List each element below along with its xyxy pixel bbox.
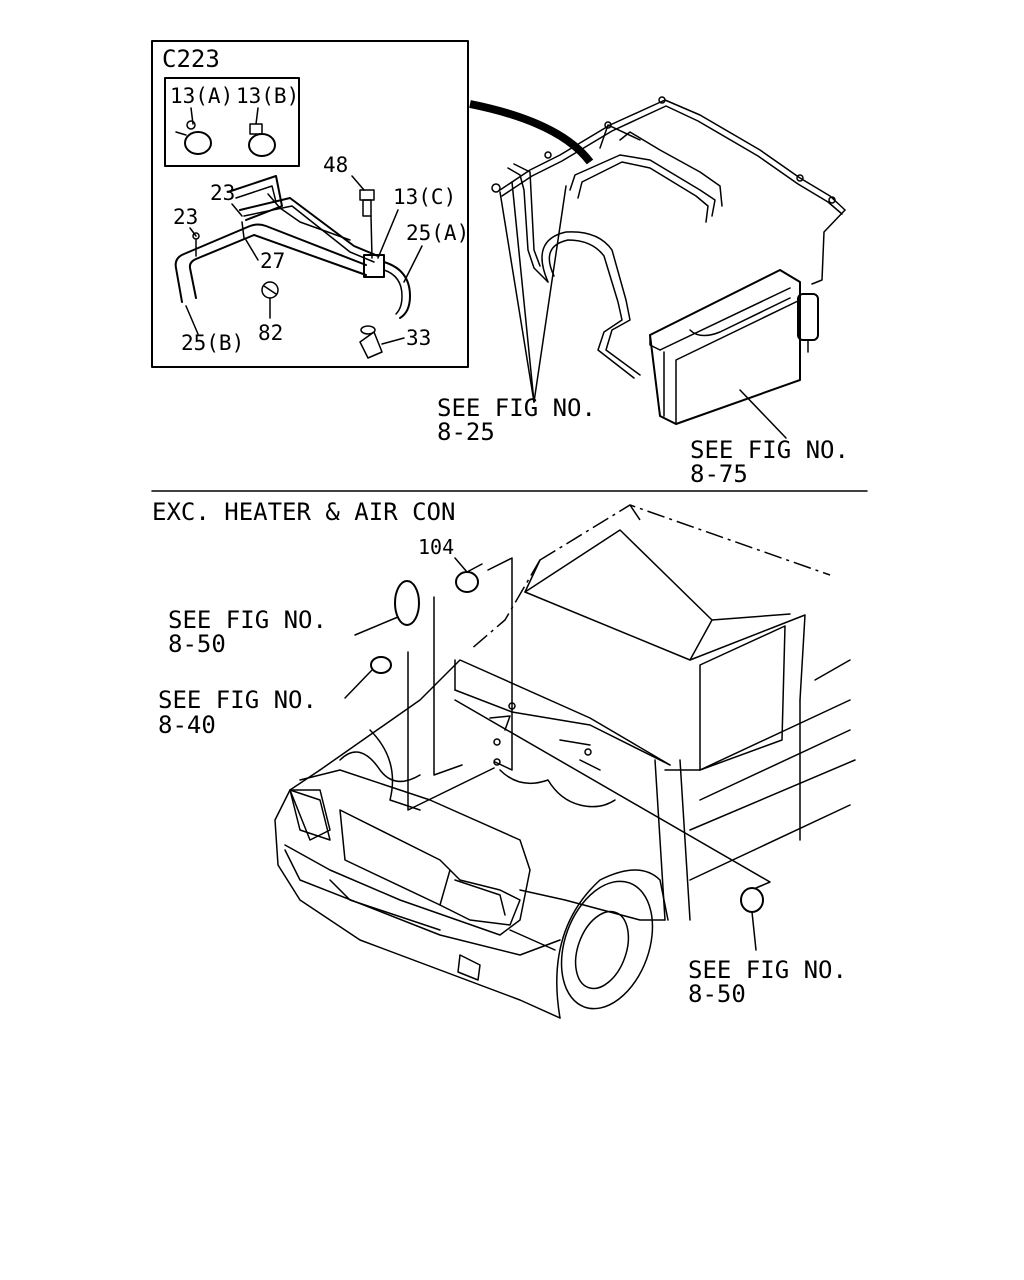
ref-8-50-lower-line2: 8-50 [688,980,746,1008]
callout-arrow [469,100,594,165]
clamp-13b-icon [248,107,276,157]
section-title: EXC. HEATER & AIR CON [152,498,455,526]
receiver-drier-icon [797,293,819,353]
part-label-104: 104 [418,535,454,559]
part-label-82: 82 [258,321,283,345]
part-label-25b: 25(B) [181,331,244,355]
label-13b: 13(B) [236,84,299,108]
ref-8-40-line1: SEE FIG NO. [158,686,317,714]
ref-8-25: SEE FIG NO. 8-25 [437,181,596,446]
ref-8-75-line1: SEE FIG NO. [690,436,849,464]
label-13a: 13(A) [170,84,233,108]
ac-piping-assembly [491,96,846,379]
clamp-subbox [164,77,300,167]
ref-8-40-line2: 8-40 [158,711,216,739]
ref-8-75-line2: 8-75 [690,460,748,488]
condenser-icon [649,269,801,425]
part-label-25a: 25(A) [406,221,469,245]
grommet-104-icon [455,571,479,593]
ref-8-75: SEE FIG NO. 8-75 [690,389,849,488]
plug-8-50-lower-icon [740,887,764,913]
ref-8-25-line1: SEE FIG NO. [437,394,596,422]
ref-8-25-line2: 8-25 [437,418,495,446]
inset-code: C223 [162,45,220,73]
part-label-23-upper: 23 [210,181,235,205]
part-label-13c: 13(C) [393,185,456,209]
inset-c223: C223 13(A) 13(B) [151,40,469,368]
plug-8-50-icon [394,580,420,626]
clip-82-icon [261,281,279,299]
part-label-27: 27 [260,249,285,273]
leader-brackets [344,557,771,951]
fitting-33-icon [359,325,383,359]
clamp-13a-icon [175,107,212,155]
plug-8-40-icon [370,656,392,674]
part-label-33: 33 [406,326,431,350]
ref-8-50-lower-line1: SEE FIG NO. [688,956,847,984]
part-label-23-lower: 23 [173,205,198,229]
ref-8-50-upper-line2: 8-50 [168,630,226,658]
bolt-48-icon [359,189,375,217]
inset-frame [151,40,469,368]
ref-8-50-upper-line1: SEE FIG NO. [168,606,327,634]
truck-front-icon [274,504,856,1019]
hose-assembly-icon [174,175,411,319]
part-label-48: 48 [323,153,348,177]
